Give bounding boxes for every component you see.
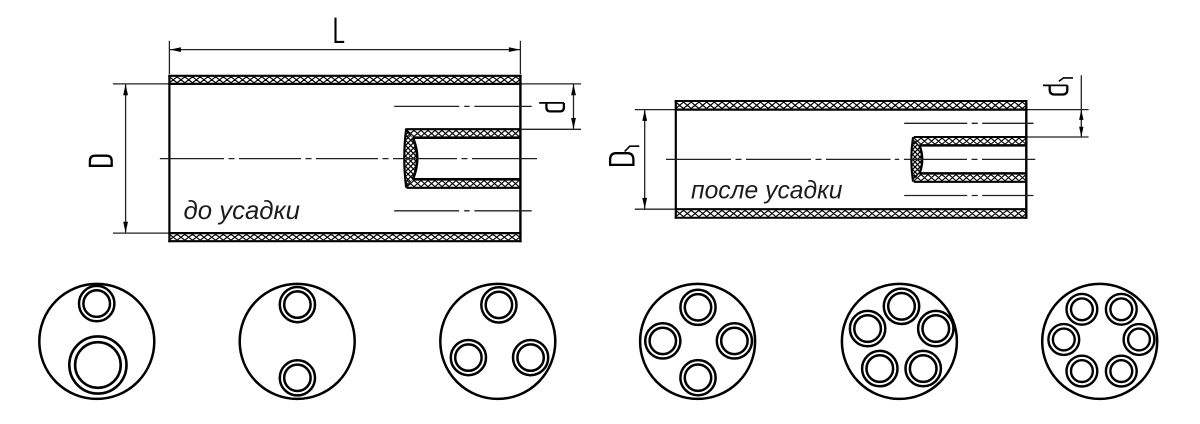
svg-text:после усадки: после усадки [691,177,843,205]
svg-text:до усадки: до усадки [184,195,301,225]
